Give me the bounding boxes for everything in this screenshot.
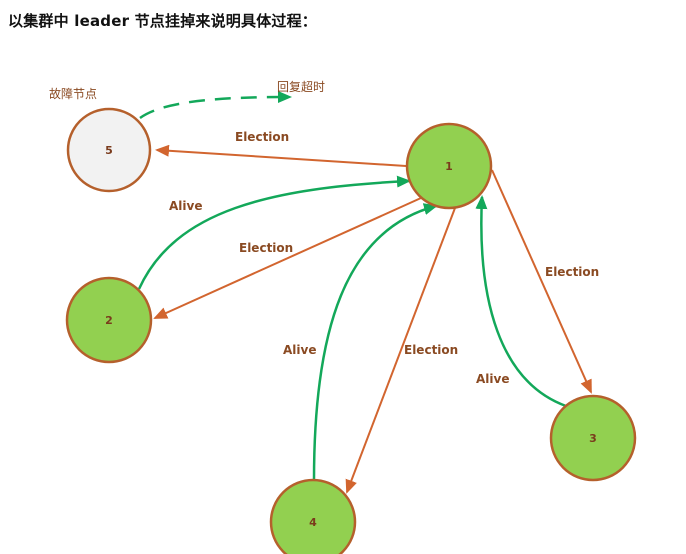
node-1-leader-candidate: 1 (405, 122, 493, 210)
node-5-failed: 5 (66, 107, 152, 193)
edge-label-election-1-2: Election (239, 241, 293, 255)
edge-label-alive-2-1: Alive (169, 199, 202, 213)
edge-election-1-to-5 (155, 144, 407, 167)
edge-election-1-to-3 (491, 169, 592, 394)
edge-label-election-1-4: Election (404, 343, 458, 357)
edge-election-1-to-4 (345, 207, 456, 494)
edge-alive-4-to-1 (312, 203, 438, 481)
edge-alive-2-to-1 (137, 175, 411, 290)
edge-alive-3-to-1 (475, 195, 567, 408)
node-2-label: 2 (105, 314, 113, 327)
edge-label-election-1-5: Election (235, 130, 289, 144)
node-4: 4 (269, 478, 357, 554)
node-2: 2 (65, 276, 153, 364)
page-title: 以集群中 leader 节点挂掉来说明具体过程： (8, 12, 317, 30)
edge-label-alive-3-1: Alive (476, 372, 509, 386)
edge-election-1-to-2 (153, 197, 422, 319)
node-1-label: 1 (445, 160, 453, 173)
node-3-label: 3 (589, 432, 597, 445)
edge-label-election-1-3: Election (545, 265, 599, 279)
edge-label-alive-4-1: Alive (283, 343, 316, 357)
reply-timeout-annotation: 回复超时 (277, 79, 325, 94)
edge-reply-timeout (139, 91, 292, 120)
failed-node-annotation: 故障节点 (49, 86, 97, 101)
node-3: 3 (549, 394, 637, 482)
node-5-label: 5 (105, 144, 113, 157)
node-4-label: 4 (309, 516, 317, 529)
